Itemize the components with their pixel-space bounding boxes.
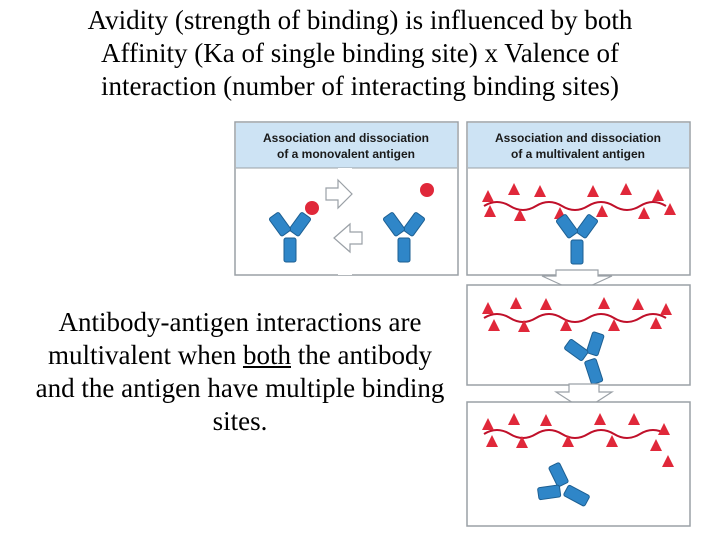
multivalent-stage-2 <box>466 284 691 390</box>
explanation-part-2: the antibody and the antigen have multip… <box>35 340 445 436</box>
multivalent-stage-3 <box>466 401 691 527</box>
emphasis-both: both <box>242 340 291 370</box>
title-line-2: Affinity (Ka of single binding site) x V… <box>101 38 619 68</box>
monovalent-header-line-1: Association and dissociation <box>263 131 429 145</box>
down-arrow-icon <box>541 269 613 293</box>
multivalent-header-line-1: Association and dissociation <box>495 131 661 145</box>
multivalent-header <box>468 123 689 168</box>
antigen-strand <box>483 201 667 211</box>
antigen-icon <box>305 201 319 215</box>
title-line-1: Avidity (strength of binding) is influen… <box>87 5 633 35</box>
monovalent-panel: Association and dissociation of a monova… <box>234 121 459 276</box>
association-arrow-icon <box>325 178 353 210</box>
explanation-part-1: Antibody-antigen interactions are multiv… <box>48 307 422 370</box>
dissociation-arrow-icon <box>333 222 363 254</box>
antigen-strand <box>483 313 667 323</box>
title-line-3: interaction (number of interacting bindi… <box>100 71 620 101</box>
antigen-icon <box>420 183 434 197</box>
monovalent-header <box>236 123 457 168</box>
multivalent-header-line-2: of a multivalent antigen <box>511 147 645 161</box>
antigen-strand <box>483 429 667 439</box>
slide-title: Avidity (strength of binding) is influen… <box>0 4 720 103</box>
multivalent-explanation: Antibody-antigen interactions are multiv… <box>28 306 452 438</box>
down-arrow-icon <box>553 383 615 411</box>
monovalent-header-line-2: of a monovalent antigen <box>277 147 415 161</box>
multivalent-panel: Association and dissociation of a multiv… <box>466 121 691 276</box>
